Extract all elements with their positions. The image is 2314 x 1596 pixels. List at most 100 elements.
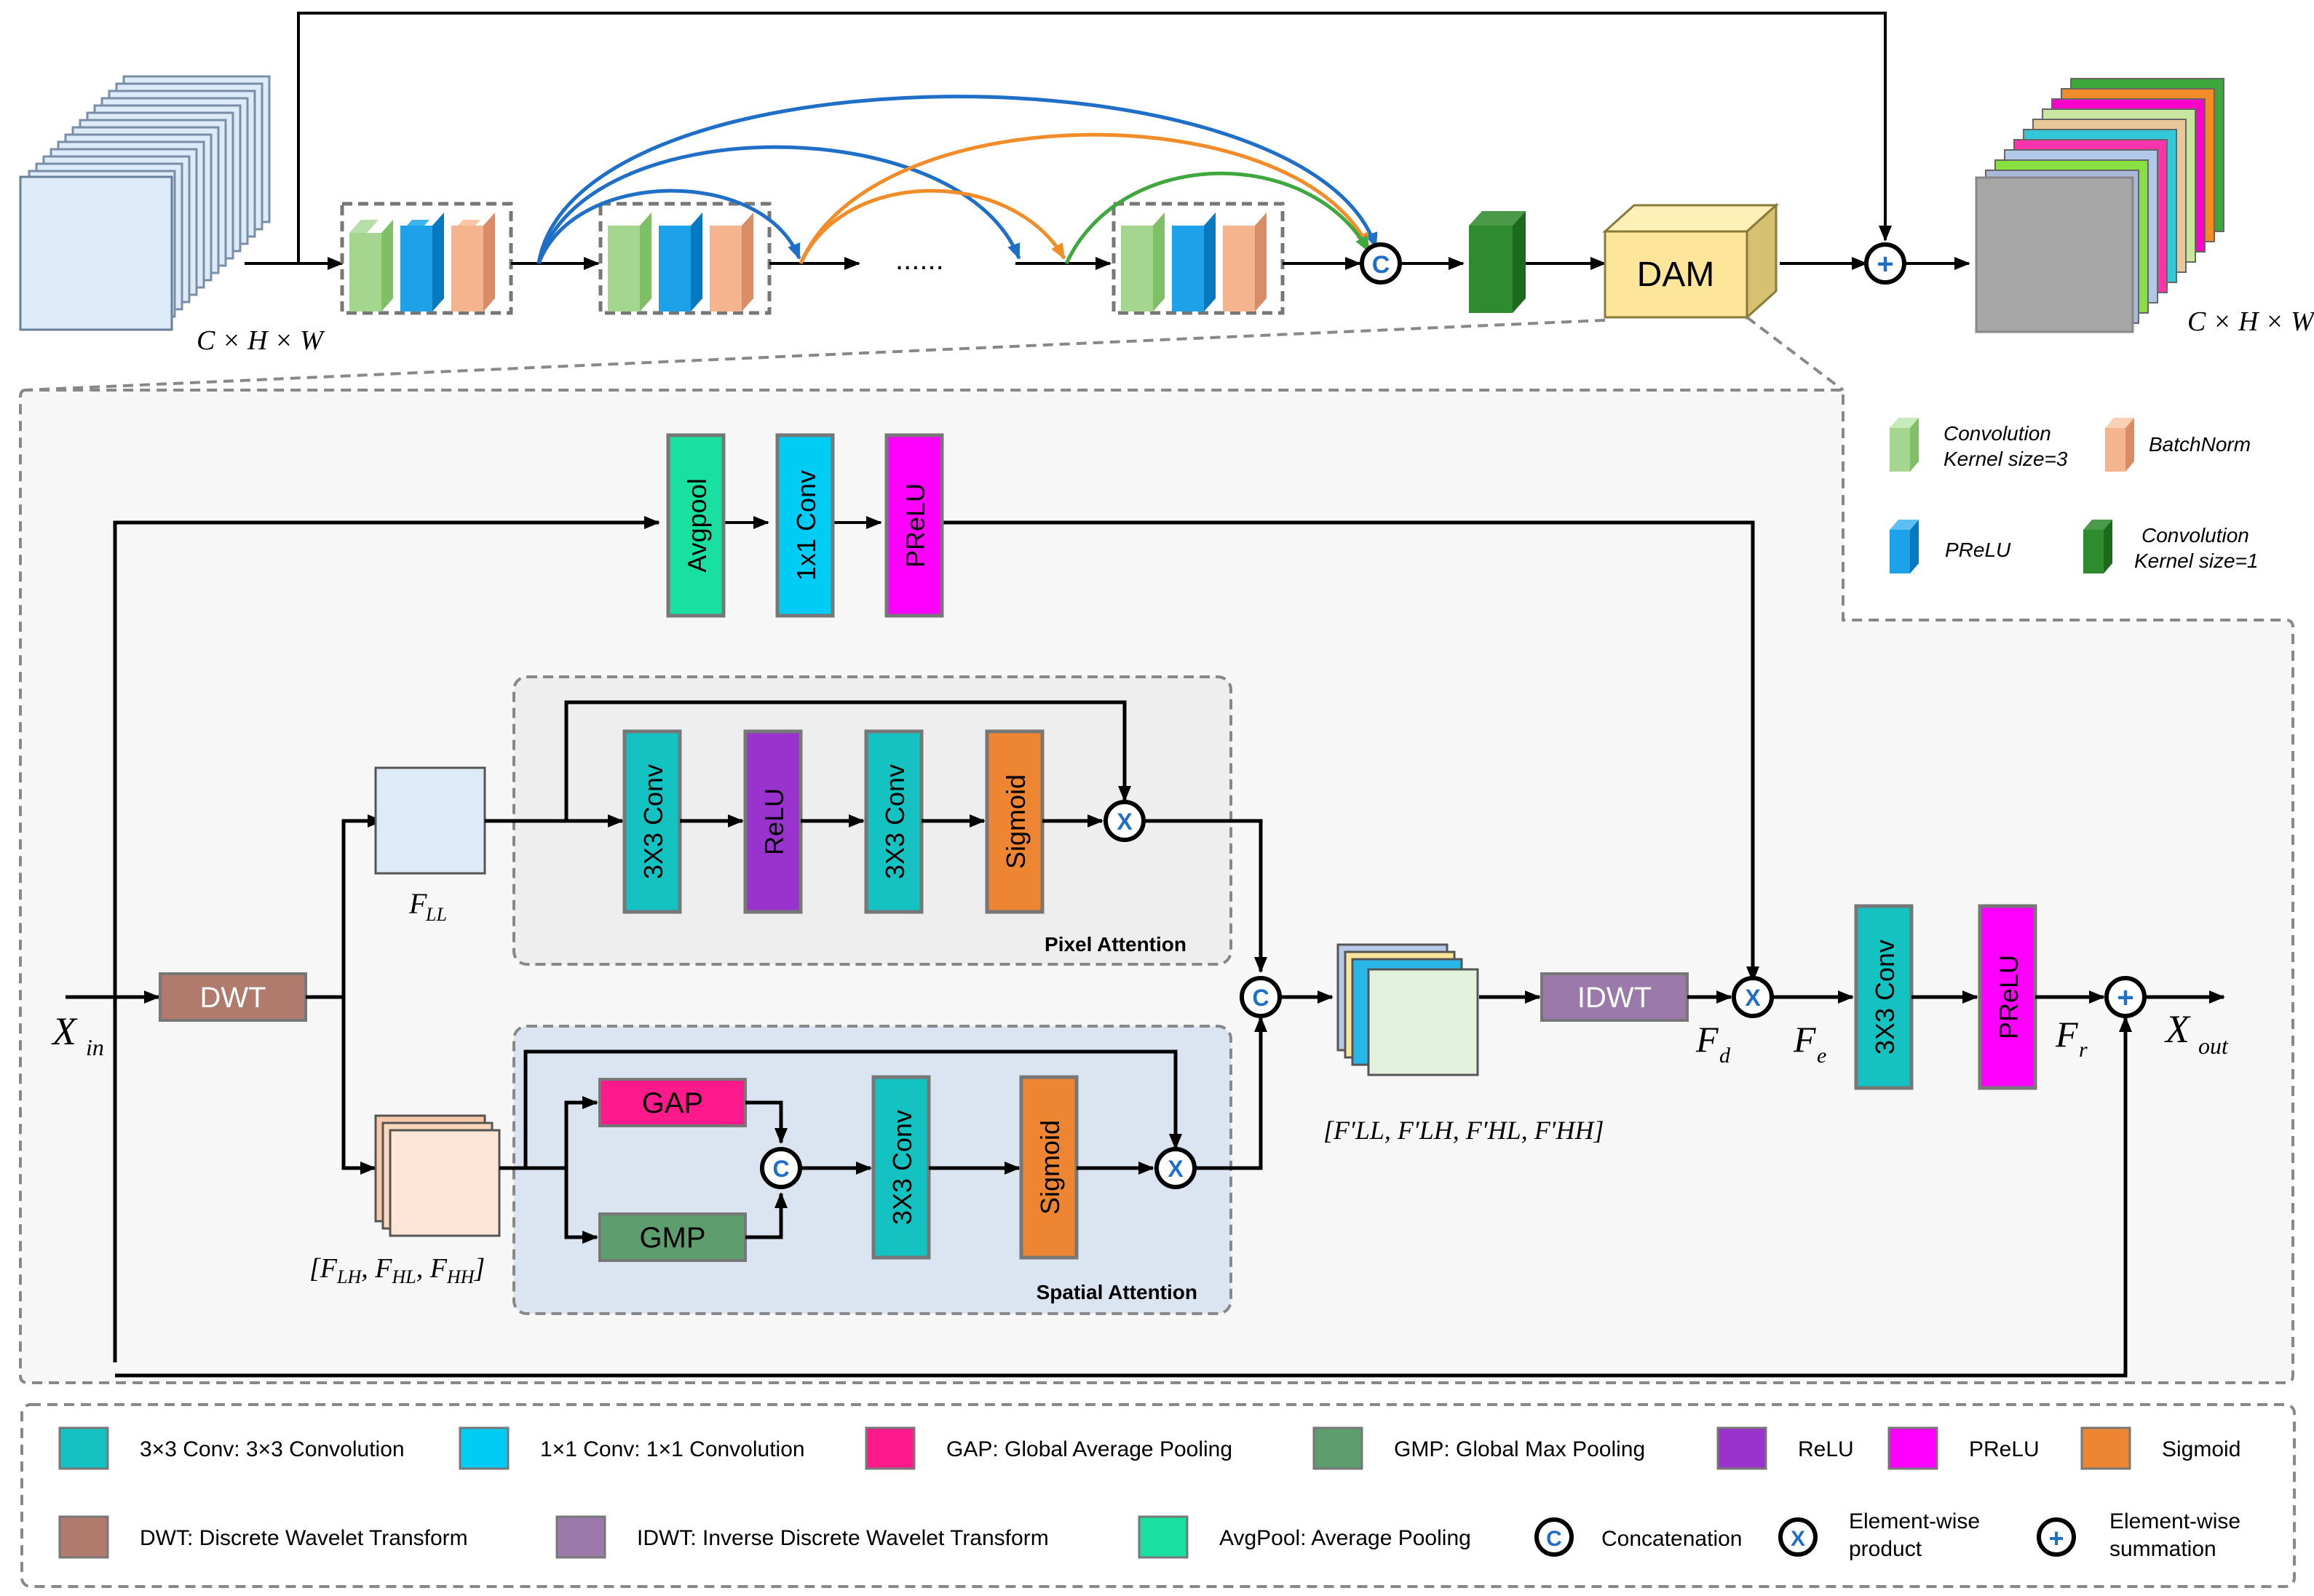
svg-text:d: d: [1719, 1044, 1731, 1068]
svg-text:3X3 Conv: 3X3 Conv: [1870, 940, 1900, 1055]
legend-conv1-line2: Kernel size=1: [2134, 549, 2258, 572]
svg-text:C: C: [1546, 1527, 1562, 1551]
flow-line: [745, 1100, 788, 1144]
svg-text:Element-wise: Element-wise: [2109, 1509, 2240, 1533]
legend-label: 3×3 Conv: 3×3 Convolution: [140, 1437, 405, 1461]
legend-swatch: [459, 1426, 510, 1470]
svg-text:+: +: [1877, 248, 1893, 280]
output-dims-label: C × H × W: [2187, 306, 2314, 337]
avgpool-block: Avgpool: [666, 433, 726, 618]
legend-label: ReLU: [1798, 1437, 1854, 1461]
concatenation-symbol-top: C: [1360, 242, 1402, 285]
dense-arc-blue-1: [536, 95, 1378, 264]
sa-skip-line: [523, 1049, 1182, 1168]
svg-text:X: X: [1117, 809, 1133, 835]
svg-text:C: C: [772, 1156, 789, 1182]
svg-text:F: F: [408, 887, 427, 920]
residual-block-2: [598, 202, 772, 315]
legend-swatch: [58, 1426, 109, 1470]
pa-skip-line: [564, 700, 1131, 821]
concat-out-label: [F′LL, F′LH, F′HL, F′HH]: [1323, 1116, 1604, 1145]
pa-output-line: [1144, 819, 1267, 973]
svg-text:3X3 Conv: 3X3 Conv: [880, 764, 910, 879]
zoom-line-left: [25, 319, 1606, 392]
global-skip-connection: [297, 12, 1892, 263]
sa-concat-symbol: C: [760, 1147, 802, 1189]
dam-block: DAM: [1602, 202, 1779, 320]
channel-branch-line: [113, 516, 660, 1362]
pa-conv2-block: 3X3 Conv: [864, 729, 924, 914]
sa-sigmoid-block: Sigmoid: [1019, 1075, 1079, 1260]
legend-label: 1×1 Conv: 1×1 Convolution: [540, 1437, 805, 1461]
pa-conv1-block: 3X3 Conv: [622, 729, 682, 914]
svg-text:PReLU: PReLU: [900, 483, 930, 568]
legend-conv1-icon: [2083, 520, 2112, 573]
legend-batchnorm: BatchNorm: [2149, 433, 2251, 456]
svg-text:in: in: [86, 1034, 104, 1060]
svg-text:C: C: [1372, 251, 1390, 279]
legend-conv3-icon: [1890, 418, 1919, 472]
svg-text:Element-wise: Element-wise: [1849, 1509, 1980, 1533]
legend-prelu-icon: [1890, 520, 1919, 573]
legend-row-1: 3×3 Conv: 3×3 Convolution 1×1 Conv: 1×1 C…: [58, 1426, 2240, 1470]
legend-conv1-line1: Convolution: [2141, 524, 2249, 547]
flow-line: [745, 1192, 788, 1239]
svg-text:C: C: [1252, 985, 1269, 1011]
concat-symbol-main: C: [1240, 976, 1282, 1018]
legend-swatch: [555, 1515, 606, 1559]
svg-text:DWT: DWT: [199, 982, 266, 1014]
legend-swatch: [1312, 1426, 1363, 1470]
residual-block-1: [340, 202, 513, 315]
svg-text:LL: LL: [425, 904, 447, 925]
svg-text:GAP: GAP: [642, 1087, 703, 1119]
svg-text:IDWT: IDWT: [1577, 982, 1652, 1014]
dense-arc-green: [1064, 171, 1371, 265]
legend-swatch: [58, 1515, 109, 1559]
legend-label: DWT: Discrete Wavelet Transform: [140, 1526, 468, 1550]
input-dims-label: C × H × W: [197, 325, 325, 356]
bottom-legend-panel: [20, 1403, 2296, 1588]
conv1x1-block: [1469, 211, 1526, 313]
output-feature-stack: [1975, 78, 2224, 333]
legend-product: X Element-wise product: [1778, 1509, 1980, 1561]
xin-label: X in: [51, 1009, 104, 1060]
fr-label: F r: [2055, 1014, 2088, 1062]
svg-text:3X3 Conv: 3X3 Conv: [887, 1110, 917, 1225]
prelu-top-block: PReLU: [884, 433, 944, 618]
pixel-attention-title: Pixel Attention: [1045, 933, 1186, 956]
legend-batchnorm-icon: [2105, 418, 2134, 472]
svg-text:summation: summation: [2109, 1537, 2216, 1561]
svg-text:Concatenation: Concatenation: [1601, 1527, 1742, 1551]
svg-text:ReLU: ReLU: [759, 788, 789, 855]
block-legend: Convolution Kernel size=3 BatchNorm PReL…: [1890, 418, 2258, 573]
pa-product-symbol: X: [1103, 800, 1146, 842]
legend-label: GMP: Global Max Pooling: [1394, 1437, 1645, 1461]
svg-text:+: +: [2117, 982, 2133, 1014]
svg-text:X: X: [1168, 1156, 1184, 1182]
idwt-block: IDWT: [1540, 972, 1689, 1022]
xout-label: X out: [2164, 1007, 2229, 1059]
svg-text:1x1 Conv: 1x1 Conv: [791, 470, 821, 581]
gap-block: GAP: [598, 1078, 747, 1127]
fd-label: F d: [1695, 1019, 1731, 1068]
svg-text:GMP: GMP: [639, 1222, 705, 1254]
legend-swatch: [865, 1426, 916, 1470]
legend-concatenation: C Concatenation: [1534, 1517, 1742, 1557]
legend-label: Sigmoid: [2162, 1437, 2240, 1461]
legend-label: IDWT: Inverse Discrete Wavelet Transform: [637, 1526, 1049, 1550]
sa-conv-block: 3X3 Conv: [871, 1075, 931, 1260]
legend-conv3-line1: Convolution: [1943, 422, 2051, 445]
conv1x1-detail-block: 1x1 Conv: [775, 433, 835, 618]
out-prelu-block: PReLU: [1978, 904, 2037, 1090]
high-freq-feature-stack: [374, 1114, 501, 1237]
sa-output-line: [1194, 1016, 1267, 1170]
legend-label: PReLU: [1969, 1437, 2040, 1461]
svg-text:X: X: [1745, 985, 1761, 1011]
dwt-to-ll-line: [306, 814, 384, 999]
residual-line: [115, 1016, 2132, 1378]
ellipsis: ......: [895, 244, 944, 276]
svg-text:out: out: [2198, 1033, 2229, 1059]
svg-text:Sigmoid: Sigmoid: [1001, 774, 1031, 869]
legend-label: GAP: Global Average Pooling: [946, 1437, 1232, 1461]
fll-label: F LL: [408, 887, 447, 925]
